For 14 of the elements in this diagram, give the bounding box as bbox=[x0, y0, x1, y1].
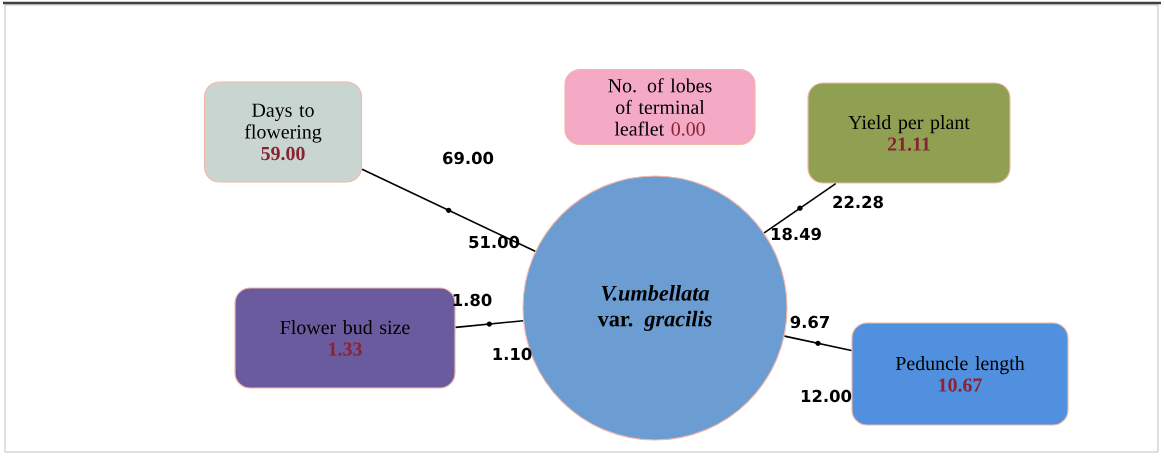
connector-line bbox=[361, 168, 536, 253]
connector-line bbox=[783, 335, 853, 352]
trait-box: Yield per plant 21.11 bbox=[807, 82, 1011, 184]
end-value: 22.28 bbox=[833, 195, 883, 209]
end-value: 1.80 bbox=[453, 293, 492, 307]
trait-box: Peduncle length 10.67 bbox=[851, 322, 1069, 426]
connector-line bbox=[763, 182, 837, 234]
end-value: 12.00 bbox=[801, 389, 852, 403]
connector-line bbox=[454, 319, 524, 329]
end-value: 9.67 bbox=[790, 315, 829, 329]
end-value: 69.00 bbox=[443, 151, 494, 165]
trait-box: Days to flowering 59.00 bbox=[203, 81, 363, 183]
trait-box: No. of lobes of terminal leaflet 0.00 bbox=[564, 68, 756, 146]
end-value: 51.00 bbox=[469, 235, 520, 249]
